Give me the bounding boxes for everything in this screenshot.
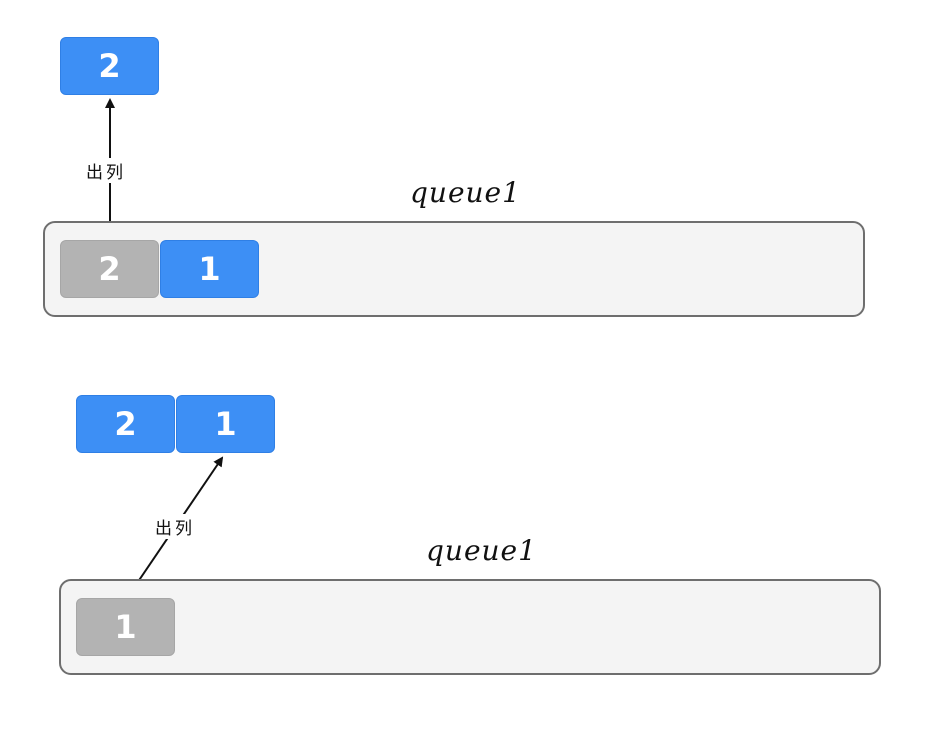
bottom-queue-label: queue1 [426,534,537,567]
bottom-dequeue-label: 出列 [153,514,197,539]
top-queue-cell-1: 1 [160,240,259,298]
bottom-output-cell-1: 1 [176,395,275,453]
bottom-queue-container [59,579,881,675]
top-queue-cell-0: 2 [60,240,159,298]
top-dequeue-label: 出列 [84,158,128,183]
bottom-queue-cell-0: 1 [76,598,175,656]
bottom-output-cell-0: 2 [76,395,175,453]
top-queue-label: queue1 [410,176,521,209]
top-output-cell-0: 2 [60,37,159,95]
